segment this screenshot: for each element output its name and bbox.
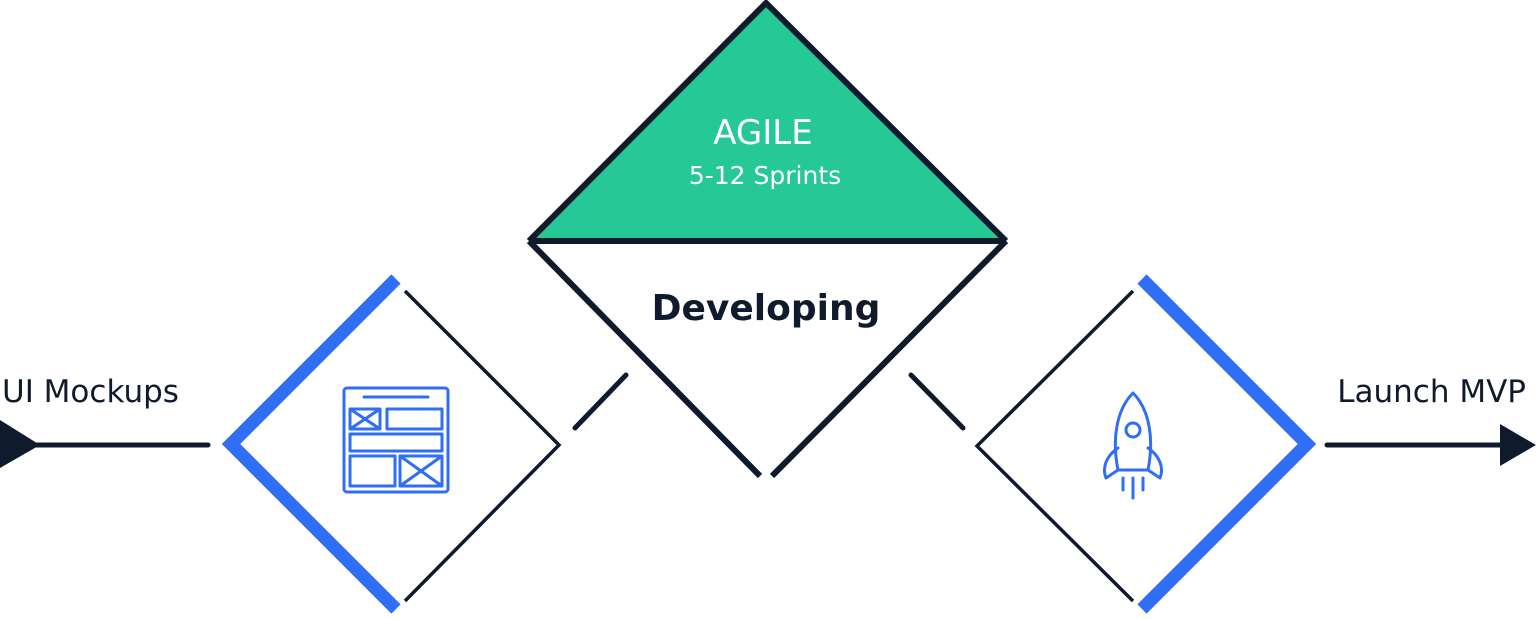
right-diamond: [974, 274, 1317, 614]
label-launch-mvp: Launch MVP: [1337, 374, 1526, 410]
center-diamond: [526, 0, 1009, 479]
center-title: AGILE: [713, 113, 812, 153]
center-subtitle: 5-12 Sprints: [689, 161, 841, 190]
connector-right: [908, 372, 966, 431]
center-body: Developing: [652, 288, 881, 329]
left-input-arrow: [0, 420, 211, 468]
label-ui-mockups: UI Mockups: [2, 374, 179, 410]
wireframe-layout-icon: [342, 386, 450, 494]
right-output-arrow: [1324, 424, 1536, 466]
rocket-icon: [1103, 391, 1163, 500]
left-diamond: [221, 274, 562, 614]
connector-left: [572, 372, 629, 431]
